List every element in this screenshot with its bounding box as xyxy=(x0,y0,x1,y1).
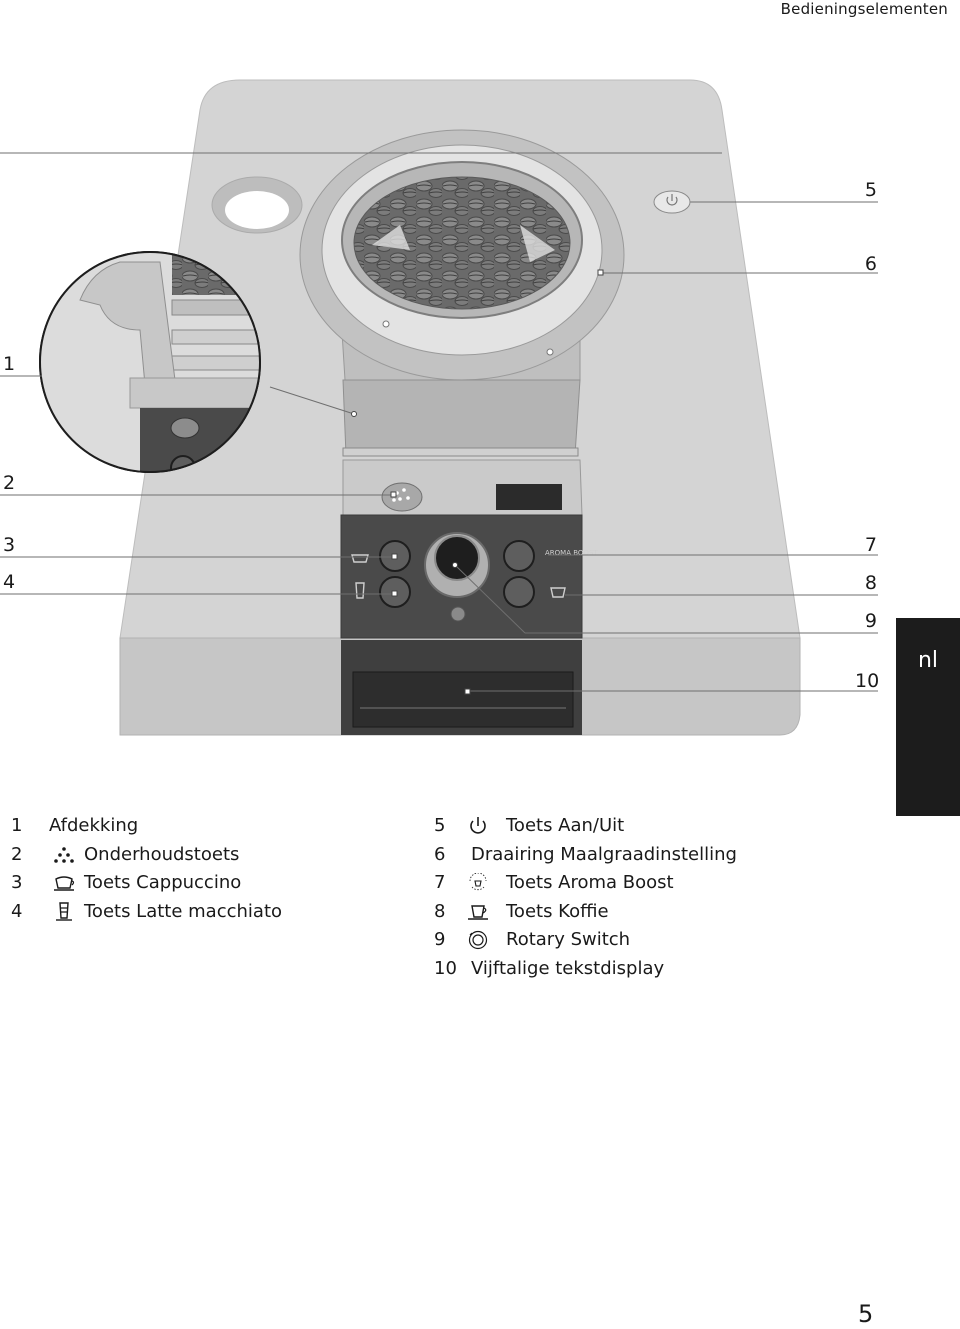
rotary-switch-icon xyxy=(468,931,488,950)
legend-left: 1 Afdekking 2 Onderhoudstoets 3 Toets Ca… xyxy=(11,812,411,926)
legend-number: 9 xyxy=(434,929,446,951)
legend-label: Vijftalige tekstdisplay xyxy=(471,957,665,979)
legend-number: 2 xyxy=(11,843,23,865)
coffee-button xyxy=(503,576,535,608)
callout-number: 3 xyxy=(3,534,16,556)
aroma-boost-button xyxy=(503,540,535,572)
power-button xyxy=(653,190,691,214)
legend-number: 3 xyxy=(11,872,23,894)
aroma-boost-icon xyxy=(469,873,487,891)
legend-label: Toets Koffie xyxy=(506,900,609,922)
legend-item: 7 Toets Aroma Boost xyxy=(434,869,854,898)
legend-label: Toets Aroma Boost xyxy=(506,872,674,894)
legend-item: 6 Draairing Maalgraadinstelling xyxy=(434,841,854,870)
legend-label: Toets Latte macchiato xyxy=(84,900,283,922)
callout-number: 10 xyxy=(855,670,880,692)
legend-number: 8 xyxy=(434,900,446,922)
coffee-cup-icon xyxy=(468,905,488,920)
page-number: 5 xyxy=(858,1300,874,1328)
callout-number: 8 xyxy=(864,572,877,594)
legend-number: 4 xyxy=(11,900,23,922)
maintenance-display xyxy=(496,484,562,510)
legend-item: 9 Rotary Switch xyxy=(434,926,854,955)
maintenance-button xyxy=(381,482,423,512)
legend-label: Afdekking xyxy=(49,815,139,836)
legend-number: 7 xyxy=(434,872,446,894)
callout-number: 2 xyxy=(3,472,16,494)
legend-number: 6 xyxy=(434,843,446,865)
legend-right: 5 Toets Aan/Uit 6 Draairing Maalgraadins… xyxy=(434,812,854,984)
legend-item: 10 Vijftalige tekstdisplay xyxy=(434,955,854,984)
legend-label: Toets Cappuccino xyxy=(84,872,242,894)
page-header-title: Bedieningselementen xyxy=(780,0,948,18)
callout-number: 9 xyxy=(864,610,877,632)
power-icon xyxy=(470,817,486,834)
callout-number: 6 xyxy=(864,253,877,275)
legend-number: 5 xyxy=(434,815,446,836)
callout-number: 7 xyxy=(864,534,877,556)
legend-item: 8 Toets Koffie xyxy=(434,898,854,927)
legend-number: 1 xyxy=(11,815,23,836)
legend-label: Draairing Maalgraadinstelling xyxy=(471,843,737,865)
legend-label: Rotary Switch xyxy=(506,929,631,951)
callout-number: 1 xyxy=(3,353,16,375)
latte-macchiato-glass-icon xyxy=(56,902,72,921)
callout-number: 4 xyxy=(3,571,16,593)
language-tab-label: nl xyxy=(917,648,939,673)
text-display xyxy=(352,671,574,728)
maintenance-drops-icon xyxy=(54,846,74,863)
cappuccino-cup-icon xyxy=(54,876,75,891)
legend-item: 4 Toets Latte macchiato xyxy=(11,898,411,927)
coffee-beans xyxy=(354,177,570,309)
coffee-machine-diagram: AROMA BOOST xyxy=(0,79,878,736)
legend-label: Toets Aan/Uit xyxy=(506,815,625,836)
legend-label: Onderhoudstoets xyxy=(84,843,240,865)
language-tab: nl xyxy=(896,618,960,816)
legend-item: 2 Onderhoudstoets xyxy=(11,841,411,870)
aroma-boost-panel-label: AROMA BOOST xyxy=(545,549,598,557)
legend-item: 5 Toets Aan/Uit xyxy=(434,812,854,841)
legend-item: 1 Afdekking xyxy=(11,812,411,841)
legend-item: 3 Toets Cappuccino xyxy=(11,869,411,898)
cover-flap xyxy=(342,379,581,456)
legend-number: 10 xyxy=(434,957,457,979)
callout-number: 5 xyxy=(864,179,877,201)
